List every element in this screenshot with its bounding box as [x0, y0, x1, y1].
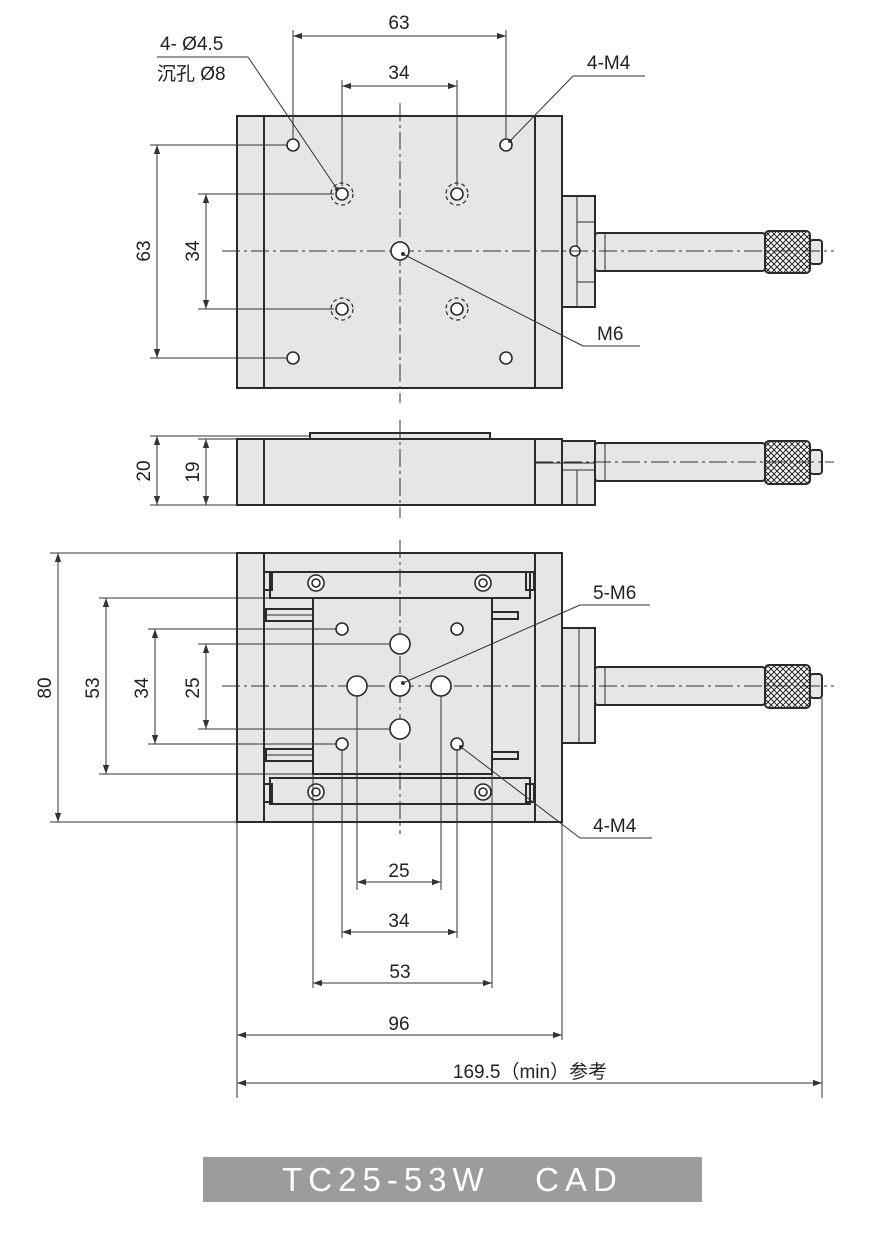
bottom-m6-holes — [346, 633, 452, 740]
bottom-dim-height-34: 34 — [132, 677, 153, 699]
leader-center-hole — [401, 252, 584, 347]
label-center-hole: M6 — [597, 324, 623, 345]
top-micrometer-barrel — [594, 232, 766, 272]
label-bottom-m4: 4-M4 — [593, 816, 637, 837]
title-banner-text: TC25-53W CAD — [282, 1160, 623, 1198]
bottom-rail-screws — [307, 574, 492, 801]
bottom-dim-width-96: 96 — [388, 1014, 409, 1035]
label-counterbore-line1: 4- Ø4.5 — [160, 34, 223, 55]
leader-bottom-m6 — [401, 604, 581, 685]
top-view: 63 34 63 34 4- Ø4.5 沉孔 Ø8 4-M4 M6 — [134, 13, 834, 403]
bottom-view: 80 53 34 25 25 34 53 96 169.5（min）参考 5-M… — [35, 540, 834, 1098]
bottom-dim-width-34: 34 — [388, 911, 410, 932]
side-dim-body-height: 19 — [183, 461, 204, 482]
top-corner-hole — [286, 138, 300, 152]
top-dim-height-34: 34 — [183, 240, 204, 262]
label-top-corner-holes: 4-M4 — [587, 53, 631, 74]
side-dim-total-height: 20 — [134, 460, 155, 481]
top-dim-height-63: 63 — [134, 240, 155, 261]
side-bracket — [561, 440, 596, 506]
leader-top-corner-holes — [508, 75, 574, 143]
top-center-hole — [390, 241, 410, 261]
label-counterbore-line2: 沉孔 Ø8 — [157, 63, 226, 85]
bottom-dim-height-80: 80 — [35, 677, 56, 698]
top-dim-width-34: 34 — [388, 63, 410, 84]
leader-counterbore — [247, 56, 339, 191]
bottom-dim-height-25: 25 — [183, 677, 204, 698]
leader-bottom-m4 — [459, 745, 581, 839]
top-corner-hole — [499, 351, 513, 365]
title-banner: TC25-53W CAD — [203, 1157, 702, 1202]
bottom-dim-width-25: 25 — [388, 861, 409, 882]
top-dim-width-63: 63 — [388, 13, 409, 34]
label-bottom-m6: 5-M6 — [593, 583, 636, 604]
top-micrometer-cap — [809, 239, 823, 265]
bottom-dim-width-53: 53 — [389, 962, 410, 983]
bottom-dim-height-53: 53 — [83, 677, 104, 698]
top-corner-hole — [286, 351, 300, 365]
top-micrometer-knurl — [764, 230, 811, 274]
side-view: 20 19 — [134, 420, 834, 518]
bottom-dim-total-length: 169.5（min）参考 — [453, 1061, 607, 1083]
